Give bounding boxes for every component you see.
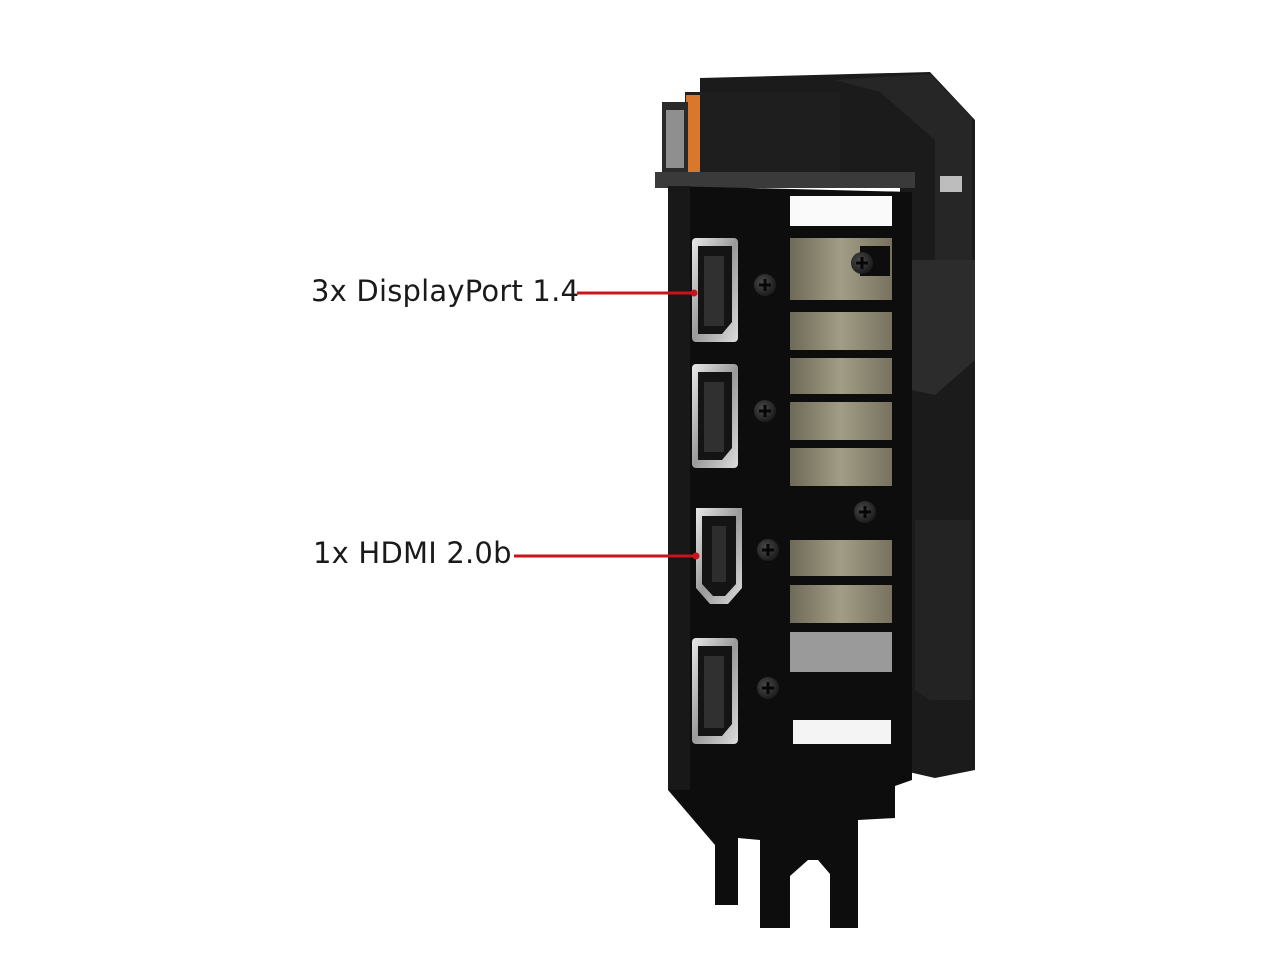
vent-grille (790, 196, 892, 744)
card-top (655, 92, 962, 192)
phillips-screw-icon (754, 252, 876, 699)
displayport-callout-label: 3x DisplayPort 1.4 (311, 274, 580, 308)
displayport-2 (692, 364, 738, 468)
hdmi-callout-dot (692, 552, 700, 560)
hdmi-callout-label: 1x HDMI 2.0b (313, 536, 512, 570)
displayport-1 (692, 238, 738, 342)
displayport-3 (692, 638, 738, 744)
displayport-callout-dot (690, 289, 698, 297)
orange-accent (686, 95, 700, 175)
hdmi-port (696, 508, 742, 604)
callout-lines (514, 289, 700, 560)
